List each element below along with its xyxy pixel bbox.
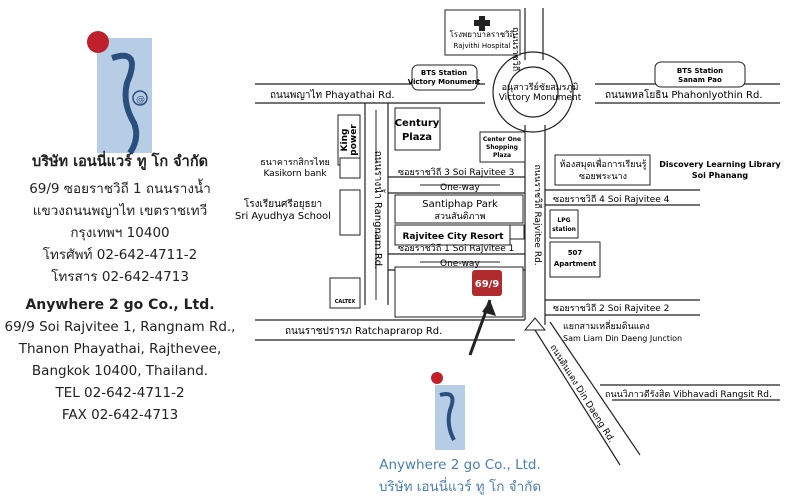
santiphap-thai-label: สวนสันติภาพ: [434, 211, 485, 222]
junction-thai-label: แยกสามเหลี่ยมดินแดง: [563, 319, 650, 332]
hospital-building: [444, 9, 521, 56]
company-logo: @: [87, 31, 152, 155]
century-plaza-label-2: Plaza: [402, 132, 432, 143]
library-english-label-1: Discovery Learning Library: [659, 160, 781, 169]
bottom-logo: [431, 372, 465, 450]
address-thai-line-2: แขวงถนนพญาไท เขตราชเทวี: [32, 203, 208, 219]
tel-english: TEL 02-642-4711-2: [55, 385, 185, 401]
century-plaza-label-1: Century: [395, 118, 440, 129]
kasikorn-thai-label: ธนาคารกสิกรไทย: [260, 157, 330, 168]
one-way-label-soi1: One-way: [440, 259, 480, 269]
phayathai-road-label: ถนนพญาไท Phayathai Rd.: [270, 89, 395, 101]
rajvitee-road-label: ถนนราชวิถี Rajvitee Rd.: [532, 164, 543, 265]
rangnam-road-label: ถนนรางน้ำ Rangnam Rd.: [372, 151, 386, 270]
library-thai-label-2: ซอยพระนาง: [579, 172, 627, 182]
monument-thai-label: อนุสาวรีย์ชัยสมรภูมิ: [502, 81, 579, 93]
fax-english: FAX 02-642-4713: [61, 407, 179, 423]
library-thai-label-1: ห้องสมุดเพื่อการเรียนรู้: [560, 157, 647, 170]
address-eng-line-2: Thanon Phayathai, Rajthevee,: [18, 341, 222, 357]
hospital-thai-label: โรงพยาบาลราชวิถี: [450, 29, 515, 39]
santiphap-english-label: Santiphap Park: [422, 199, 498, 210]
school-english-label: Sri Ayudhya School: [235, 211, 331, 222]
apartment-label-2: Apartment: [554, 260, 597, 268]
center-one-label-3: Plaza: [493, 152, 511, 159]
soi-rajvitee-4-label: ซอยราชวิถี 4 Soi Rajvitee 4: [553, 194, 670, 205]
soi-rajvitee-1-label: ซอยราชวิถี 1 Soi Rajvitee 1: [398, 243, 514, 254]
address-eng-line-1: 69/9 Soi Rajvitee 1, Rangnam Rd.,: [4, 319, 236, 335]
junction-english-label: Sam Liam Din Daeng Junction: [563, 334, 682, 343]
bts-victory-label-1: BTS Station: [421, 69, 467, 77]
bts-victory-label-2: Victory Monument: [408, 78, 481, 86]
caltex-label: CALTEX: [335, 299, 356, 305]
bottom-caption-english: Anywhere 2 go Co., Ltd.: [379, 457, 541, 473]
fax-thai: โทรสาร 02-642-4713: [51, 269, 189, 285]
king-power-label-1: King: [340, 129, 350, 152]
rajvitee-resort-label: Rajvitee City Resort: [403, 232, 505, 242]
hospital-english-label: Rajvithi Hospital: [454, 42, 511, 50]
one-way-label-soi3: One-way: [440, 183, 480, 193]
ratchaprarop-road-label: ถนนราชปรารภ Ratchaprarop Rd.: [285, 326, 442, 337]
center-one-label-2: Shopping: [486, 144, 518, 151]
soi-rajvitee-3-label: ซอยราชวิถี 3 Soi Rajvitee 3: [398, 167, 514, 178]
address-thai-line-3: กรุงเทพฯ 10400: [70, 225, 170, 241]
bts-sanampao-label-1: BTS Station: [677, 67, 723, 75]
king-power-label-2: power: [349, 124, 359, 156]
kasikorn-english-label: Kasikorn bank: [263, 169, 327, 179]
soi-rajvitee-2-label: ซอยราชวิถี 2 Soi Rajvitee 2: [553, 303, 669, 314]
school-thai-label: โรงเรียนศรีอยุธยา: [244, 197, 322, 210]
monument-english-label: Victory Monument: [499, 93, 582, 103]
vibhavadi-road-label: ถนนวิภาวดีรังสิต Vibhavadi Rangsit Rd.: [605, 389, 772, 400]
center-one-label-1: Center One: [483, 136, 521, 143]
address-thai-line-1: 69/9 ซอยราชวิถี 1 ถนนรางน้ำ: [29, 181, 211, 197]
address-eng-line-3: Bangkok 10400, Thailand.: [31, 363, 209, 379]
bottom-caption-thai: บริษัท เอนนี่แวร์ ทู โก จำกัด: [378, 479, 542, 495]
office-marker-label: 69/9: [475, 279, 500, 290]
lpg-label-2: station: [552, 226, 576, 233]
rajvitee-top-label: ถนนราชวิถี: [510, 27, 521, 71]
svg-text:@: @: [136, 95, 145, 105]
library-english-label-2: Soi Phanang: [692, 171, 749, 180]
apartment-label-1: 507: [568, 249, 583, 257]
bts-sanampao-label-2: Sanam Pao: [678, 76, 722, 84]
tel-thai: โทรศัพท์ 02-642-4711-2: [42, 247, 198, 263]
company-name-thai: บริษัท เอนนี่แวร์ ทู โก จำกัด: [31, 154, 209, 170]
lpg-label-1: LPG: [557, 217, 570, 224]
company-name-english: Anywhere 2 go Co., Ltd.: [25, 297, 215, 313]
phahon-road-label: ถนนพหลโยธิน Phahonlyothin Rd.: [605, 88, 763, 101]
